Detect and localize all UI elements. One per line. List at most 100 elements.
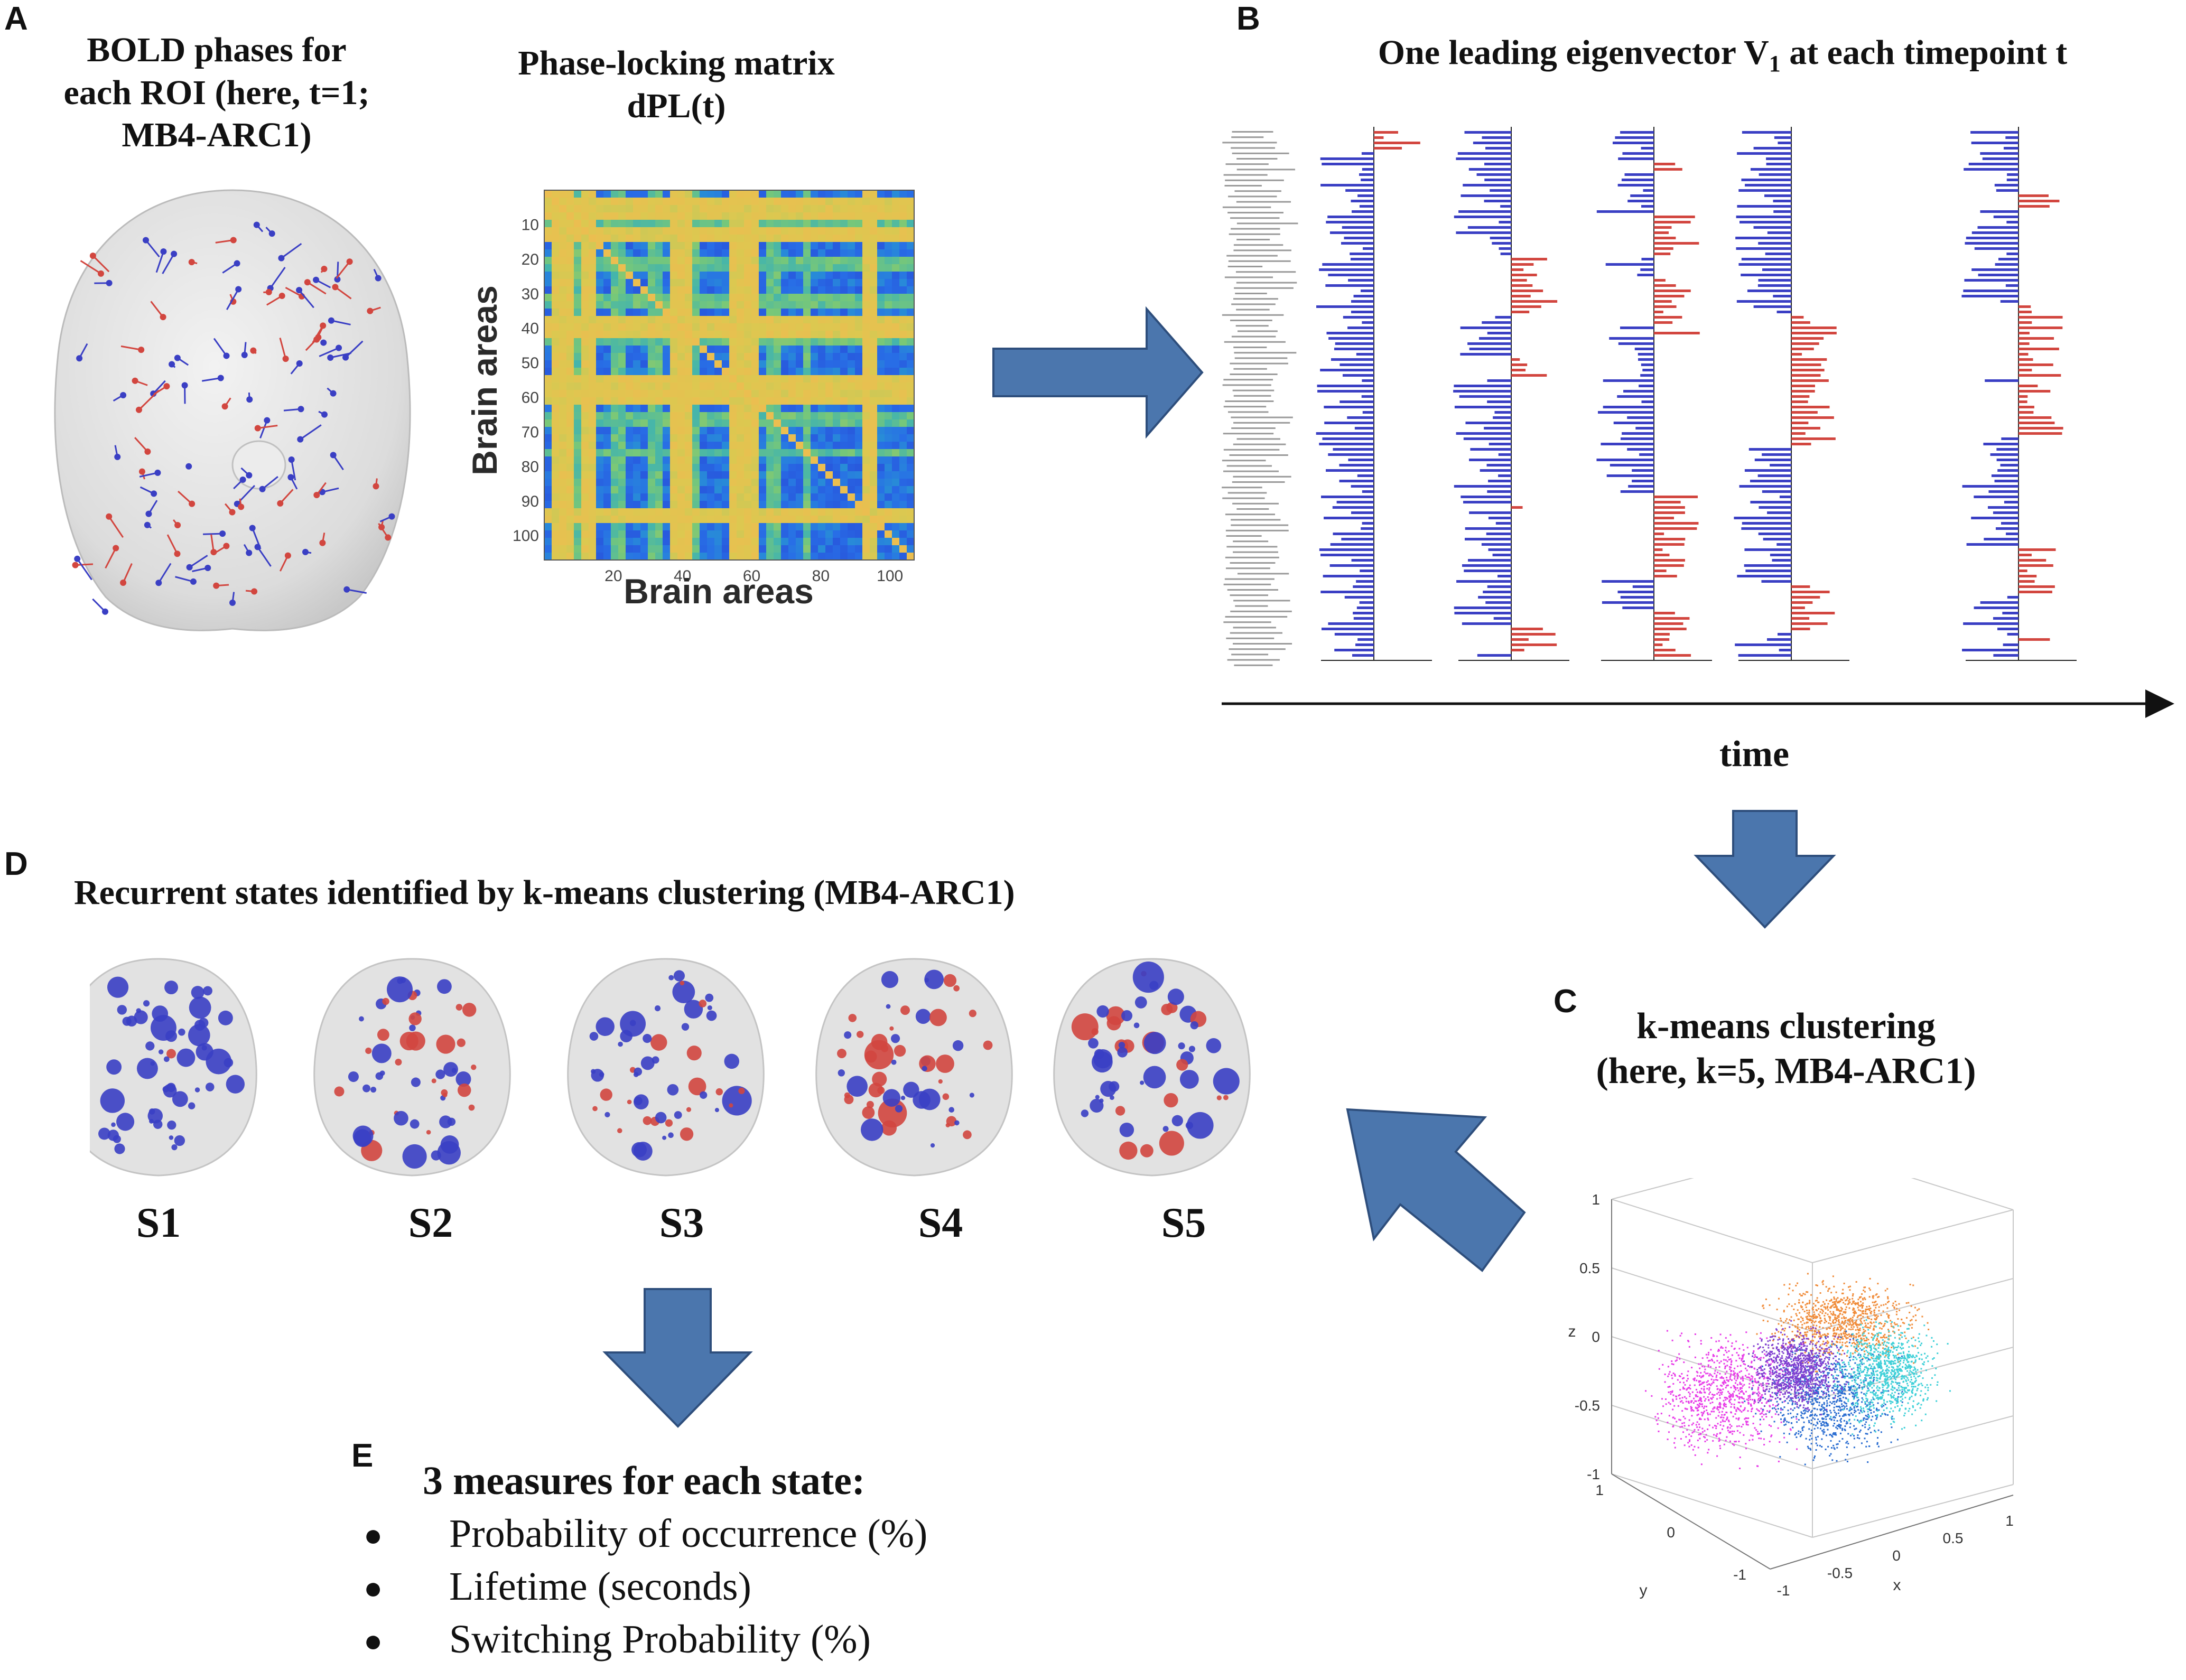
matrix-cell [670,272,678,279]
matrix-cell [833,212,841,220]
matrix-cell [581,456,589,464]
scatter-point [1836,1306,1838,1308]
state-node [943,974,957,987]
scatter-point [1868,1287,1871,1290]
phase-arrow-head [234,260,240,267]
eigenvector-bar-negative [1997,628,2018,630]
eigenvector-bar-negative [1998,258,2018,260]
eigenvector-bar-positive [1654,242,1699,245]
phase-arrow-head [76,355,83,362]
matrix-cell [818,397,826,405]
matrix-cell [759,316,767,324]
matrix-cell [596,442,604,450]
matrix-cell [870,331,878,339]
matrix-cell [759,286,767,294]
eigenvector-bar-negative [1620,131,1654,134]
matrix-cell [574,279,582,287]
eigenvector-bar-negative [1464,131,1511,134]
matrix-cell [744,279,752,287]
matrix-cell [907,323,915,331]
scatter-point [1848,1307,1850,1309]
matrix-cell [737,382,745,390]
matrix-cell [781,323,789,331]
matrix-cell [833,316,841,324]
matrix-cell [581,338,589,346]
matrix-cell [566,486,574,494]
matrix-cell [566,397,574,405]
matrix-cell [818,198,826,206]
matrix-cell [870,360,878,368]
matrix-cell [796,346,804,353]
matrix-cell [766,198,774,206]
matrix-cell [870,464,878,472]
matrix-cell [818,346,826,353]
matrix-cell [803,323,811,331]
matrix-cell [655,434,663,442]
scatter-point [1738,1417,1740,1419]
matrix-cell [618,323,626,331]
matrix-cell [855,316,863,324]
matrix-cell [796,309,804,316]
scatter-point [1737,1375,1740,1377]
phase-arrow-head [253,221,260,228]
matrix-cell [759,272,767,279]
matrix-cell [818,286,826,294]
scatter-point [1712,1381,1714,1383]
matrix-cell [544,360,552,368]
matrix-cell [603,412,611,420]
matrix-cell [811,390,818,398]
matrix-cell [766,249,774,257]
matrix-cell [692,272,700,279]
matrix-cell [692,205,700,213]
scatter-point [1725,1406,1727,1408]
matrix-cell [825,442,833,450]
matrix-cell [899,294,907,302]
matrix-cell [892,382,900,390]
eigenvector-bar-negative [1991,474,2018,477]
matrix-cell [700,227,708,235]
matrix-cell [781,309,789,316]
eigenvector-bar-positive [1791,321,1810,324]
state-node [929,1009,947,1026]
matrix-cell [877,412,885,420]
eigenvector-bar-negative [1601,443,1654,445]
phase-arrow-head [154,469,161,476]
scatter-point [1757,1394,1759,1396]
eigenvector-bar-negative [1620,326,1654,329]
scatter-point [1736,1384,1738,1386]
scatter-point [1809,1315,1811,1317]
matrix-cell [877,294,885,302]
matrix-cell [603,249,611,257]
state-node [162,1086,169,1093]
state-node [116,1113,135,1131]
matrix-cell [877,249,885,257]
scatter-point [1699,1390,1701,1393]
matrix-cell [581,375,589,383]
scatter-point [1865,1324,1867,1327]
state-node [1088,1038,1099,1049]
matrix-cell [581,242,589,250]
scatter-point [1684,1384,1686,1386]
matrix-cell [707,397,715,405]
matrix-cell [788,279,796,287]
matrix-cell [818,257,826,265]
matrix-cell [544,375,552,383]
matrix-cell [907,301,915,309]
scatter-point [1738,1440,1740,1442]
matrix-cell [907,346,915,353]
eigenvector-bar-positive [1654,612,1675,614]
state-node [402,1144,427,1169]
scatter-point [1672,1400,1674,1402]
scatter-point [1824,1322,1826,1324]
matrix-cell [544,323,552,331]
matrix-cell [899,456,907,464]
scatter-point [1811,1321,1813,1323]
matrix-cell [618,368,626,376]
matrix-cell [633,479,641,487]
matrix-cell [611,382,619,390]
matrix-cell [714,434,722,442]
panel-b-title-main: One leading eigenvector V [1378,33,1769,72]
matrix-cell [677,346,685,353]
scatter-point [1737,1418,1740,1421]
eigenvector-bar-positive [1791,400,1808,403]
